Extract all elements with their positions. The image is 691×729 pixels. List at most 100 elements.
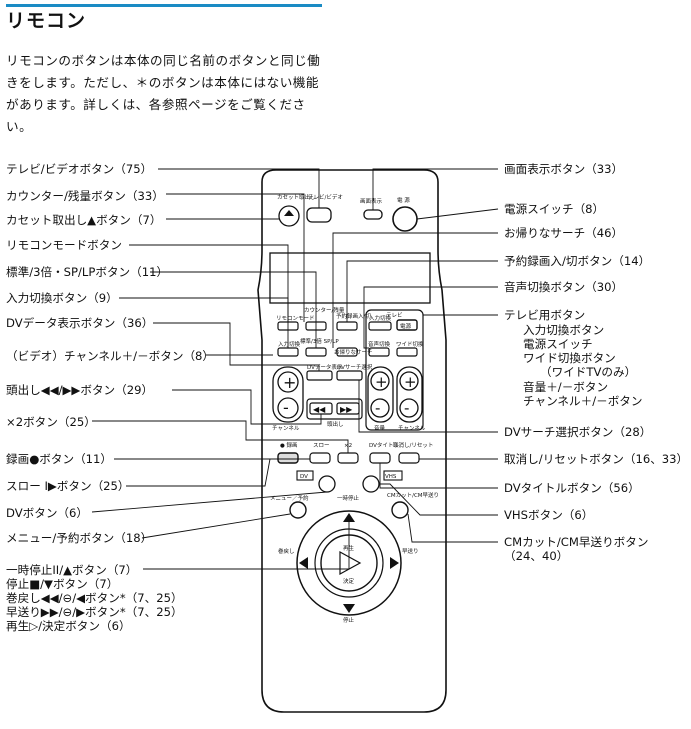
label-slow: スロー I▶ボタン（25） — [6, 479, 130, 493]
tv-power-text: 電源 — [400, 322, 412, 330]
tv-channel-plus-button[interactable] — [399, 371, 419, 391]
display-text: 画面表示 — [360, 197, 383, 205]
audio-text: 音声切換 — [368, 340, 391, 348]
pause-text: 一時停止 — [337, 494, 360, 502]
label-menu: メニュー/予約ボタン（18） — [6, 531, 153, 545]
minus-icon: - — [283, 398, 289, 417]
timer-text: 予約録画入/切 — [336, 312, 371, 320]
label-sp-lp: 標準/3倍・SP/LPボタン（11） — [6, 265, 169, 279]
tv-input-text: 入力切換 — [369, 314, 392, 322]
audio-button[interactable] — [368, 347, 390, 357]
label-tv-video: テレビ/ビデオボタン（75） — [6, 162, 153, 176]
label-power: 電源スイッチ（8） — [504, 202, 605, 216]
dv-data-text: DVデータ表示 — [307, 363, 343, 371]
cue-text: 頭出し — [327, 420, 344, 428]
volume-plus-button[interactable] — [370, 371, 390, 391]
dv-title-text: DVタイトル — [369, 441, 399, 449]
cue-panel — [306, 398, 363, 420]
label-pause: 一時停止II/▲ボタン（7） — [6, 563, 138, 577]
label-rew: 巻戻し◀◀/⊖/◀ボタン*（7、25） — [6, 591, 183, 605]
channel-minus-button[interactable] — [277, 397, 299, 419]
callout-lines-right — [332, 168, 499, 543]
wide-text: ワイド切換 — [396, 340, 424, 348]
cue-next-icon: ▶▶ — [340, 405, 353, 414]
tv-channel-minus-button[interactable] — [399, 398, 419, 418]
cm-button[interactable] — [391, 501, 409, 519]
cancel-text: 取消し/リセット — [393, 441, 433, 449]
dv-badge — [296, 470, 314, 481]
volume-minus-icon: - — [375, 399, 380, 417]
volume-rocker — [367, 366, 394, 423]
volume-minus-button[interactable] — [370, 398, 390, 418]
label-tv-power: 電源スイッチ — [523, 337, 593, 351]
enter-text: 決定 — [343, 577, 355, 585]
label-rec: 録画●ボタン（11） — [6, 452, 113, 466]
menu-button[interactable] — [289, 501, 307, 519]
rew-left-icon[interactable] — [299, 557, 308, 569]
ff-right-icon[interactable] — [390, 557, 399, 569]
cm-text: CMカット/CM早送り — [387, 491, 439, 499]
plus-icon: + — [283, 373, 296, 392]
wide-button[interactable] — [396, 347, 418, 357]
dv-badge-text: DV — [300, 474, 308, 480]
label-wide-note: （ワイドTVのみ） — [540, 365, 637, 379]
label-display: 画面表示ボタン（33） — [504, 162, 624, 176]
label-x2: ×2ボタン（25） — [6, 415, 96, 429]
dv-search-button[interactable] — [336, 370, 363, 381]
label-remote-mode: リモコンモードボタン — [6, 238, 122, 252]
direction-ring[interactable] — [296, 510, 402, 616]
label-dv-data: DVデータ表示ボタン（36） — [6, 316, 154, 330]
intro-text: リモコンのボタンは本体の同じ名前のボタンと同じ働きをします。ただし、＊のボタンは… — [6, 53, 321, 134]
okaeri-button[interactable] — [336, 347, 358, 357]
channel-plus-button[interactable] — [277, 371, 299, 393]
eject-icon — [284, 210, 294, 216]
label-cue: 頭出し◀◀/▶▶ボタン（29） — [6, 383, 154, 397]
menu-text: メニュー／予約 — [270, 494, 309, 502]
cassette-text: カセット取出し — [277, 193, 316, 201]
volume-text: 音量 — [374, 424, 386, 432]
volume-plus-icon: + — [375, 373, 388, 391]
label-okaeri: お帰りなサーチ（46） — [504, 226, 624, 240]
tv-video-text: テレビ/ビデオ — [308, 193, 343, 201]
slow-button[interactable] — [309, 452, 331, 464]
label-cm: CMカット/CM早送りボタン — [504, 535, 649, 549]
label-counter: カウンター/残量ボタン（33） — [6, 189, 164, 203]
sp-lp-text: 標準/3倍 SP/LP — [300, 337, 339, 345]
input-text: 入力切換 — [278, 340, 301, 348]
rec-button[interactable] — [277, 452, 299, 464]
callout-lines — [91, 168, 350, 570]
power-text: 電 源 — [397, 196, 410, 204]
channel-rocker — [272, 366, 304, 423]
label-tv-input: 入力切換ボタン — [523, 323, 605, 337]
page-title: リモコン — [6, 10, 87, 32]
label-dv-search: DVサーチ選択ボタン（28） — [504, 425, 652, 439]
stop-text: 停止 — [343, 616, 355, 624]
pause-up-icon[interactable] — [343, 513, 355, 522]
stop-down-icon[interactable] — [343, 604, 355, 613]
slow-text: スロー — [313, 442, 330, 449]
label-input: 入力切換ボタン（9） — [6, 291, 118, 305]
vhs-badge — [383, 470, 403, 481]
title-rule — [6, 4, 322, 7]
label-wide: ワイド切換ボタン — [523, 351, 616, 365]
tv-power-button[interactable] — [396, 319, 418, 331]
remote-body — [257, 169, 447, 713]
label-vhs: VHSボタン（6） — [504, 508, 594, 522]
tv-header-text: テレビ — [386, 311, 403, 319]
cancel-button[interactable] — [398, 452, 420, 464]
label-audio: 音声切換ボタン（30） — [504, 280, 624, 294]
eject-button[interactable] — [278, 205, 300, 227]
label-cm-pages: （24、40） — [504, 549, 569, 563]
label-eject: カセット取出し▲ボタン（7） — [6, 213, 162, 227]
label-ff: 早送り▶▶/⊖/▶ボタン*（7、25） — [6, 605, 183, 619]
label-timer: 予約録画入/切ボタン（14） — [504, 254, 651, 268]
dv-data-button[interactable] — [306, 370, 333, 381]
tv-input-button[interactable] — [368, 321, 392, 331]
tv-channel-rocker — [396, 366, 423, 423]
label-dv: DVボタン（6） — [6, 506, 89, 520]
label-tv-channel: チャンネル＋/－ボタン — [523, 394, 643, 408]
counter-text: カウンター/残量 — [304, 306, 345, 314]
label-stop: 停止■/▼ボタン（7） — [6, 577, 119, 591]
tv-channel-minus-icon: - — [404, 399, 409, 417]
